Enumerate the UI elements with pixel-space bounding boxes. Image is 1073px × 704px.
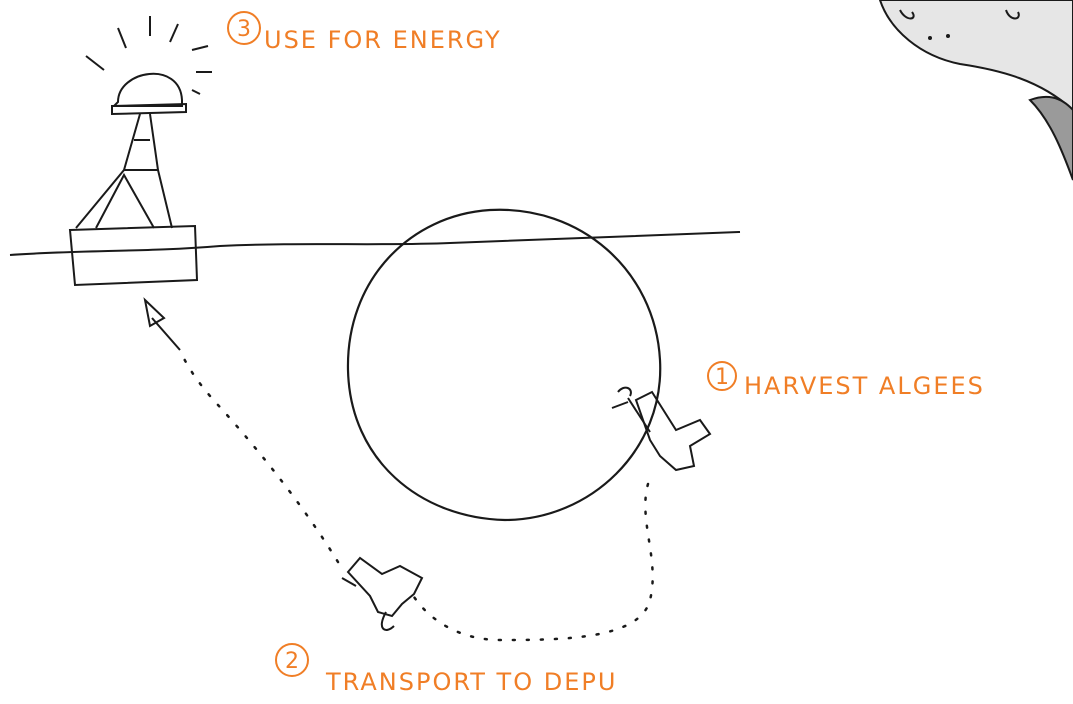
robot-icon	[611, 386, 712, 472]
step-1-number: 1	[715, 365, 729, 390]
step-2-number: 2	[285, 649, 299, 674]
transport-path-to-platform	[178, 348, 340, 564]
step-1-circle	[707, 361, 737, 391]
step-3-number: 3	[237, 17, 251, 42]
step-3-label: USE FOR ENERGY	[264, 26, 502, 54]
step-2-annotation: 2 TRANSPORT TO DEPU	[275, 643, 617, 696]
platform	[68, 224, 199, 287]
step-3-circle	[227, 11, 261, 45]
step-2-label: TRANSPORT TO DEPU	[325, 668, 617, 696]
step-3-annotation: 3 USE FOR ENERGY	[227, 11, 502, 54]
arrow-icon	[143, 297, 181, 351]
sphere-outline	[346, 208, 662, 522]
beacon-icon	[75, 16, 212, 229]
step-1-label: HARVEST ALGEES	[744, 372, 985, 400]
water-surface-line	[9, 231, 741, 256]
step-2-circle	[275, 643, 309, 677]
robot-icon	[341, 556, 424, 631]
step-1-annotation: 1 HARVEST ALGEES	[707, 361, 985, 400]
transport-path-from-sphere	[408, 482, 654, 642]
partial-object	[878, 0, 1073, 181]
